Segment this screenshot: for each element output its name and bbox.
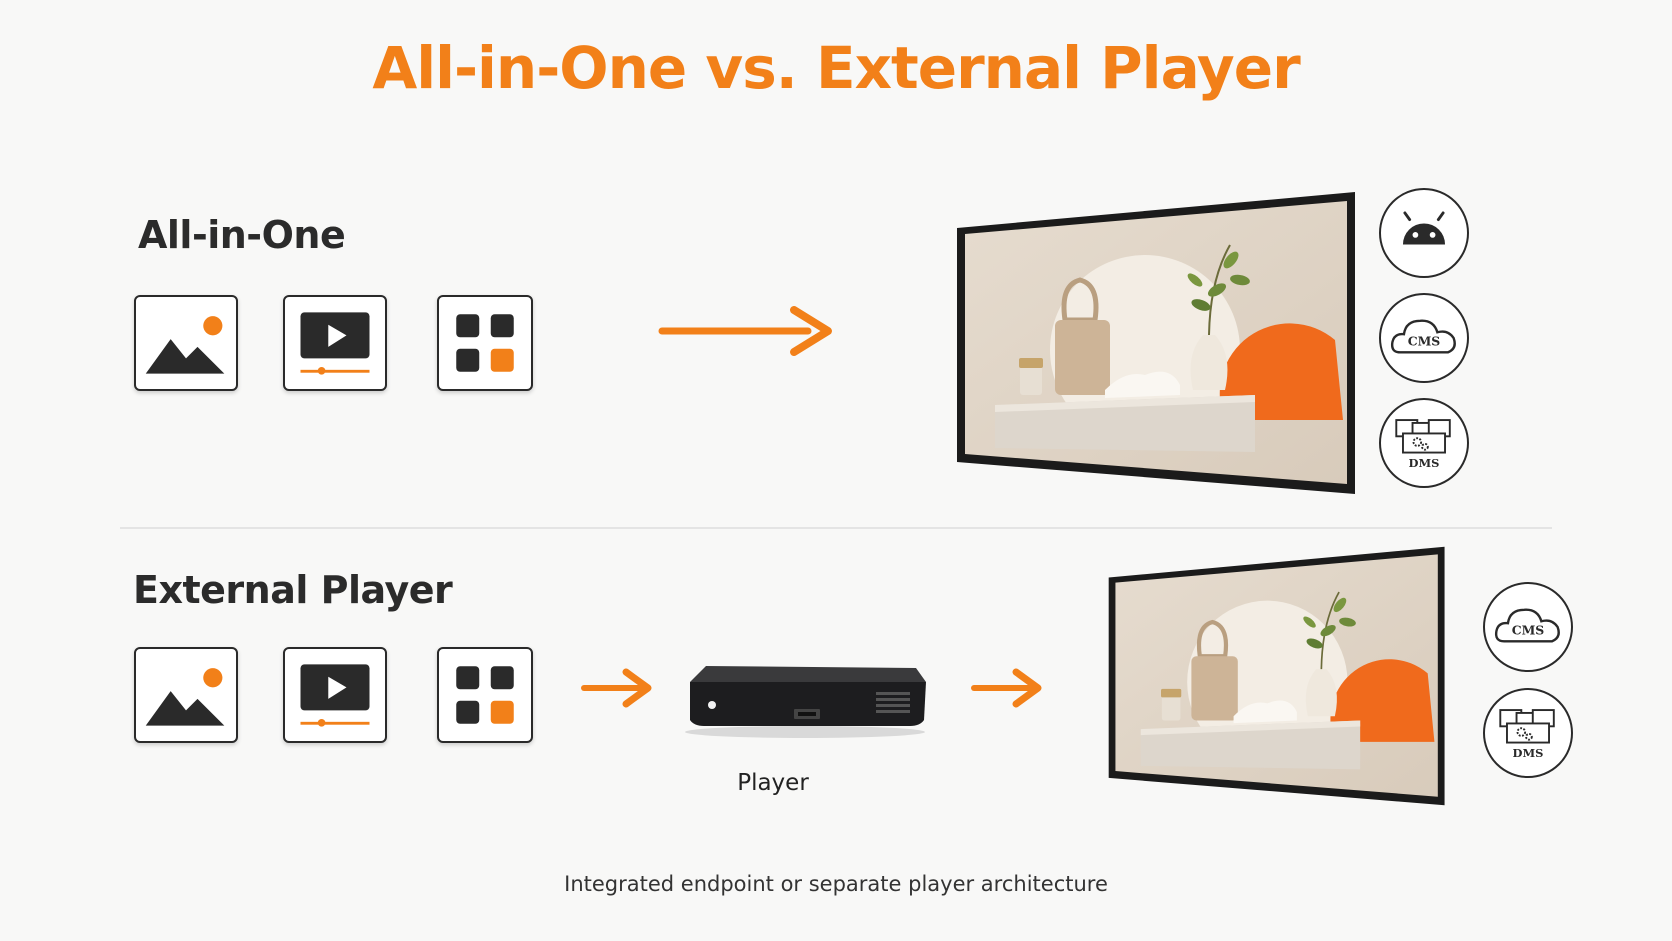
arrow-right-icon <box>580 667 654 709</box>
arrow-right-icon <box>658 304 834 358</box>
cms-badge-label: CMS <box>1408 334 1441 349</box>
arrow-right-icon <box>970 667 1044 709</box>
apps-icon <box>437 647 533 743</box>
dms-icon: DMS <box>1379 398 1469 488</box>
media-player-device <box>680 660 930 740</box>
cms-badge-label: CMS <box>1512 623 1545 638</box>
display-screen <box>955 190 1365 496</box>
section-heading-external-player: External Player <box>133 568 453 612</box>
page-title: All-in-One vs. External Player <box>372 34 1300 102</box>
apps-icon <box>437 295 533 391</box>
android-icon <box>1379 188 1469 278</box>
display-screen <box>1107 545 1453 807</box>
dms-badge-label: DMS <box>1513 746 1544 760</box>
player-label: Player <box>737 770 809 796</box>
cms-cloud-icon: CMS <box>1483 582 1573 672</box>
video-icon <box>283 647 387 743</box>
dms-badge-label: DMS <box>1409 456 1440 470</box>
caption: Integrated endpoint or separate player a… <box>564 872 1108 896</box>
image-icon <box>134 647 238 743</box>
section-divider <box>120 527 1552 529</box>
image-icon <box>134 295 238 391</box>
video-icon <box>283 295 387 391</box>
section-heading-all-in-one: All-in-One <box>138 213 346 257</box>
dms-icon: DMS <box>1483 688 1573 778</box>
cms-cloud-icon: CMS <box>1379 293 1469 383</box>
